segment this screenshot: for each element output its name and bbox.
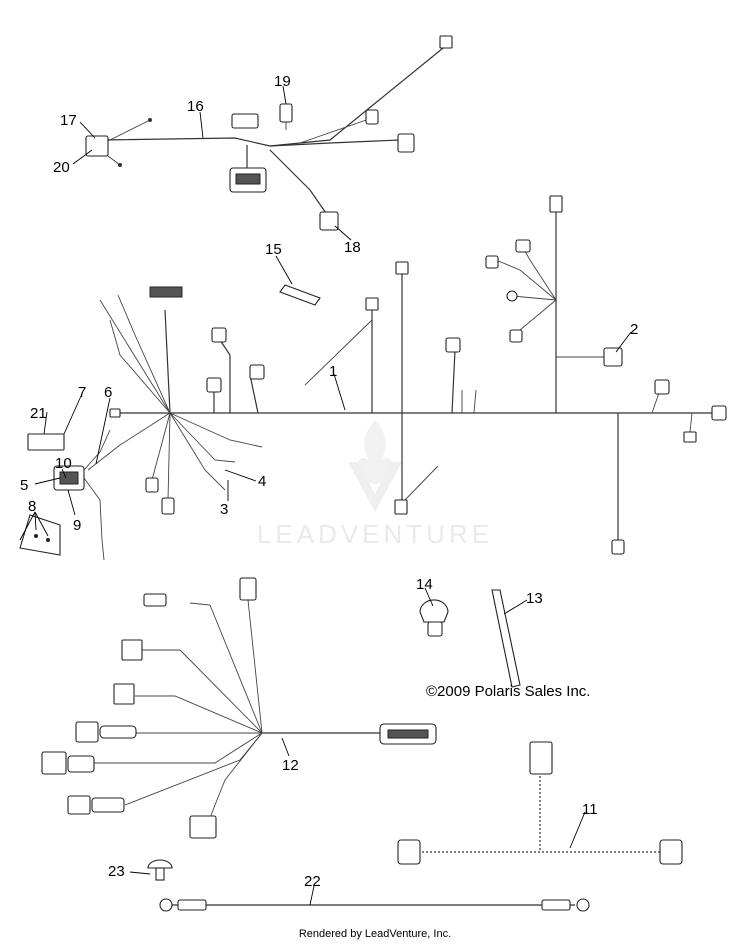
watermark-text: LEADVENTURE (257, 519, 493, 549)
callout-15: 15 (265, 241, 282, 258)
callout-18: 18 (344, 239, 361, 256)
callout-9: 9 (73, 517, 81, 534)
watermark-flame-icon (357, 420, 393, 484)
callout-4: 4 (258, 473, 266, 490)
main-harness-1 (87, 195, 727, 555)
callout-2: 2 (630, 321, 638, 338)
connector-block (19, 429, 111, 561)
callout-labels: 1 2 3 4 5 6 7 8 9 10 11 12 13 14 15 16 1… (20, 73, 638, 890)
callout-3: 3 (220, 501, 228, 518)
leader-lines (19, 85, 632, 906)
callout-8: 8 (28, 498, 36, 515)
callout-21: 21 (30, 405, 47, 422)
callout-5: 5 (20, 477, 28, 494)
rendered-by-footer: Rendered by LeadVenture, Inc. (298, 928, 452, 940)
callout-22: 22 (304, 873, 321, 890)
watermark-v-icon (348, 462, 402, 512)
copyright-notice: ©2009 Polaris Sales Inc. (426, 683, 590, 700)
harness-11 (397, 741, 683, 865)
callout-7: 7 (78, 384, 86, 401)
harness-12 (41, 577, 437, 839)
callout-14: 14 (416, 576, 433, 593)
callout-6: 6 (104, 384, 112, 401)
callout-1: 1 (329, 363, 337, 380)
callout-20: 20 (53, 159, 70, 176)
callout-13: 13 (526, 590, 543, 607)
harness-16 (85, 35, 453, 231)
loose-parts (147, 284, 590, 912)
callout-23: 23 (108, 863, 125, 880)
callout-10: 10 (55, 455, 72, 472)
leadventure-watermark: LEADVENTURE (257, 420, 493, 549)
callout-12: 12 (282, 757, 299, 774)
callout-16: 16 (187, 98, 204, 115)
callout-11: 11 (582, 801, 598, 818)
callout-19: 19 (274, 73, 291, 90)
callout-17: 17 (60, 112, 77, 129)
